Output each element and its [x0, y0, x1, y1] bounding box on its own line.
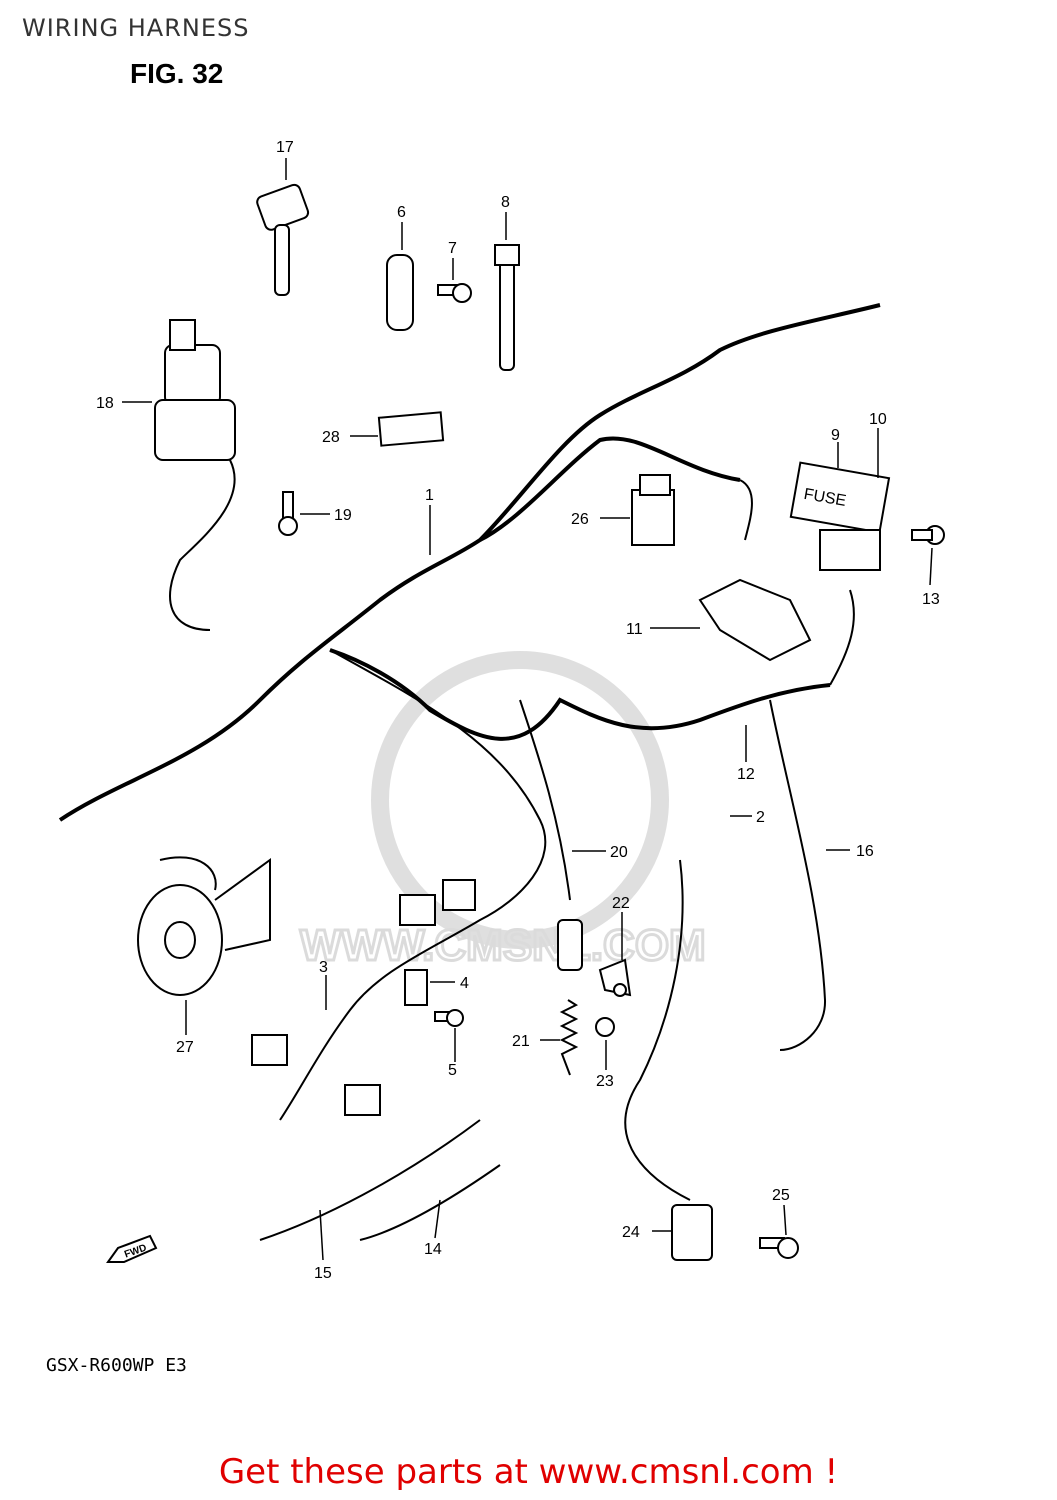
- callout-22: 22: [612, 895, 630, 912]
- wiring-harness-diagram: WWW.CMSNL.COM FUSE: [58, 139, 945, 1282]
- callout-20: 20: [610, 844, 628, 861]
- callout-4: 4: [460, 975, 469, 992]
- watermark-text: WWW.CMSNL.COM: [300, 921, 706, 970]
- callout-15: 15: [314, 1265, 332, 1282]
- callout-1: 1: [425, 487, 434, 504]
- spring: [559, 999, 579, 1076]
- callout-19: 19: [334, 507, 352, 524]
- horn: [137, 858, 271, 996]
- callout-5: 5: [448, 1062, 457, 1079]
- model-code: GSX-R600WP E3: [46, 1355, 187, 1376]
- callout-9: 9: [831, 427, 840, 444]
- figure-label: FIG. 32: [130, 58, 224, 89]
- sensor-24: [671, 1204, 713, 1261]
- ignition-switch: [154, 319, 236, 461]
- clamp-22: [598, 958, 632, 997]
- callout-6: 6: [397, 204, 406, 221]
- main-harness: [58, 303, 881, 1241]
- tape-pad: [377, 411, 445, 447]
- callout-16: 16: [856, 843, 874, 860]
- page-title: WIRING HARNESS: [22, 14, 250, 42]
- bolt-19: [278, 491, 298, 536]
- leader-lines: [122, 158, 933, 1261]
- watermark: WWW.CMSNL.COM: [299, 651, 707, 972]
- callout-12: 12: [737, 766, 755, 783]
- cable-tie: [494, 244, 520, 371]
- bolt-25: [759, 1237, 799, 1259]
- relay: [631, 474, 675, 546]
- callout-24: 24: [622, 1224, 640, 1241]
- callout-21: 21: [512, 1033, 530, 1050]
- callout-28: 28: [322, 429, 340, 446]
- callout-14: 14: [424, 1241, 442, 1258]
- screw-23: [595, 1017, 615, 1037]
- callout-25: 25: [772, 1187, 790, 1204]
- fwd-arrow-icon: FWD: [106, 1234, 158, 1263]
- stop-switch: [557, 919, 583, 971]
- callout-2: 2: [756, 809, 765, 826]
- bolt-13: [911, 525, 945, 545]
- callout-10: 10: [869, 411, 887, 428]
- callout-13: 13: [922, 591, 940, 608]
- callout-27: 27: [176, 1039, 194, 1056]
- callout-18: 18: [96, 395, 114, 412]
- handlebar-bracket: [698, 578, 812, 662]
- ignition-key: [256, 183, 310, 296]
- callout-23: 23: [596, 1073, 614, 1090]
- callout-numbers: 1 2 3 4 5 6 7 8 9 10 11 12 13 14 15 16 1…: [96, 139, 940, 1282]
- clamp-4: [404, 969, 428, 1006]
- promo-link-text[interactable]: Get these parts at www.cmsnl.com !: [218, 1452, 839, 1492]
- callout-8: 8: [501, 194, 510, 211]
- callout-11: 11: [626, 621, 643, 638]
- callout-26: 26: [571, 511, 589, 528]
- callout-7: 7: [448, 240, 457, 257]
- switch-harness-3: [251, 879, 476, 1116]
- wire-clamp: [386, 254, 414, 331]
- bolt-7: [437, 283, 472, 303]
- screw-5: [434, 1009, 464, 1027]
- callout-3: 3: [319, 959, 328, 976]
- fuse-box: FUSE: [789, 461, 891, 571]
- callout-17: 17: [276, 139, 294, 156]
